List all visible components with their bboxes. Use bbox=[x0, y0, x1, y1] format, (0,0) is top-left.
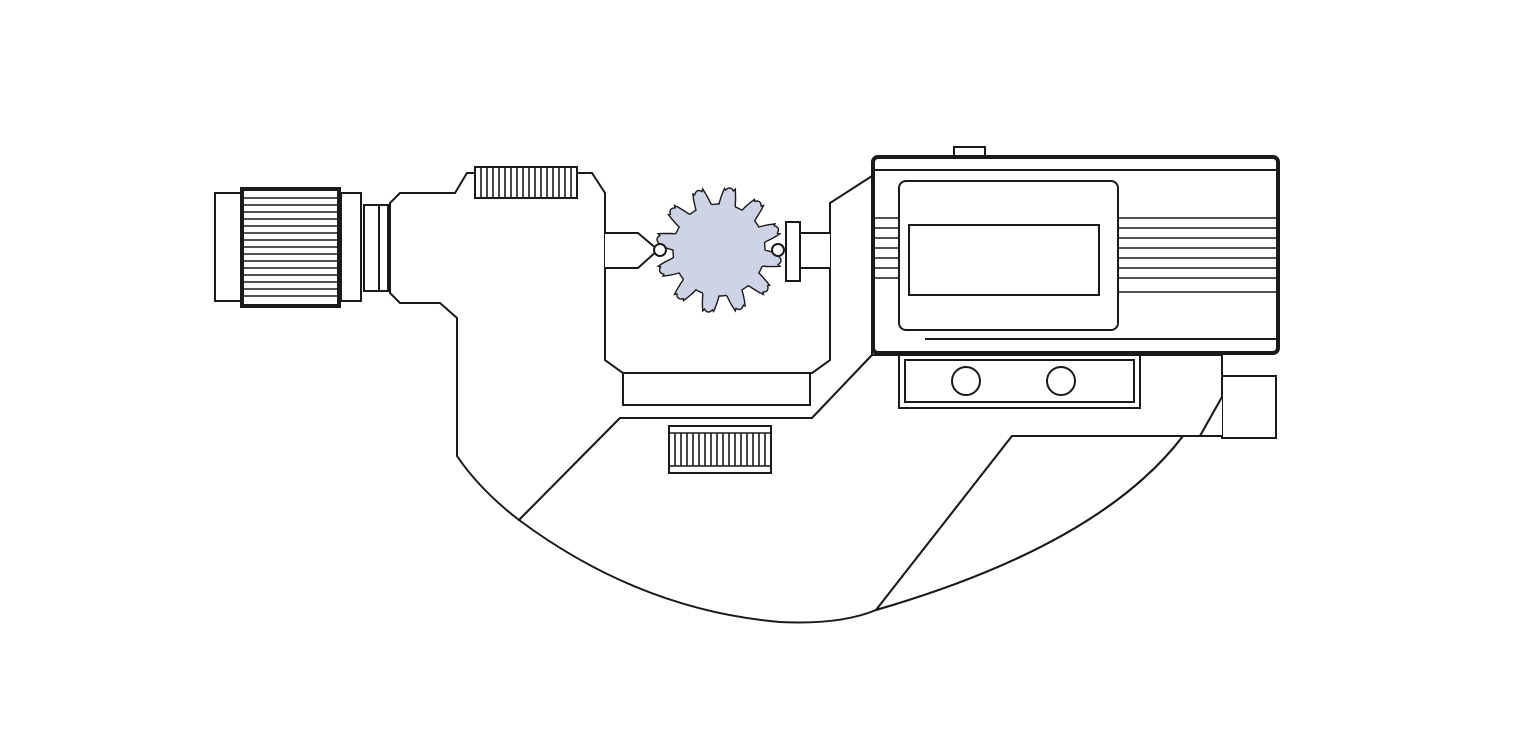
anvil-face bbox=[785, 221, 801, 282]
spindle bbox=[605, 221, 830, 282]
gear-workpiece-icon bbox=[653, 187, 785, 313]
sleeve-ring bbox=[363, 204, 389, 292]
frame-base-plate bbox=[622, 372, 811, 406]
button-panel bbox=[898, 354, 1141, 409]
bottom-grip-knurl bbox=[668, 425, 772, 474]
lcd-screen bbox=[908, 224, 1100, 296]
thimble-assembly bbox=[214, 187, 389, 308]
top-grip-knurl bbox=[474, 166, 578, 199]
thimble-collar bbox=[340, 192, 362, 302]
zero-button[interactable] bbox=[951, 366, 981, 396]
data-output-port bbox=[1198, 355, 1277, 439]
ratchet-cap bbox=[214, 192, 243, 302]
display-housing bbox=[871, 146, 1280, 355]
anvil-ball-tip bbox=[771, 243, 785, 257]
mode-button[interactable] bbox=[1046, 366, 1076, 396]
spindle-ball-tip bbox=[653, 243, 667, 257]
micrometer-frame bbox=[389, 172, 1223, 624]
